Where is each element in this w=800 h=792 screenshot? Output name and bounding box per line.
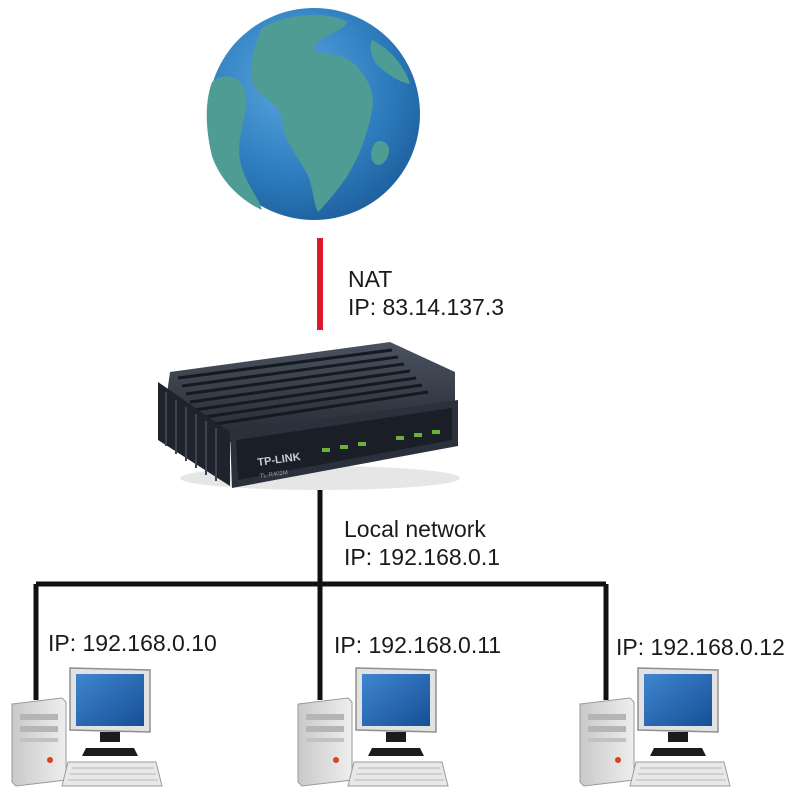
router-brand: TP-LINK (257, 451, 302, 469)
computer-1-ip-label: IP: 192.168.0.10 (48, 630, 217, 656)
nat-label: NAT (348, 266, 393, 292)
computer-2-icon (297, 667, 449, 787)
computer-2-ip-label: IP: 192.168.0.11 (334, 632, 502, 658)
computer-3-ip-label: IP: 192.168.0.12 (616, 634, 785, 660)
lan-ip-label: IP: 192.168.0.1 (344, 544, 501, 570)
computer-3-icon (579, 667, 731, 787)
computer-1-icon (11, 667, 163, 787)
local-network-label: Local network (344, 516, 486, 542)
internet-globe-icon (206, 8, 420, 220)
router-model: TL-R402M (259, 470, 288, 480)
router-icon (158, 342, 460, 490)
wan-ip-label: IP: 83.14.137.3 (348, 294, 505, 320)
lan-links (33, 490, 609, 700)
